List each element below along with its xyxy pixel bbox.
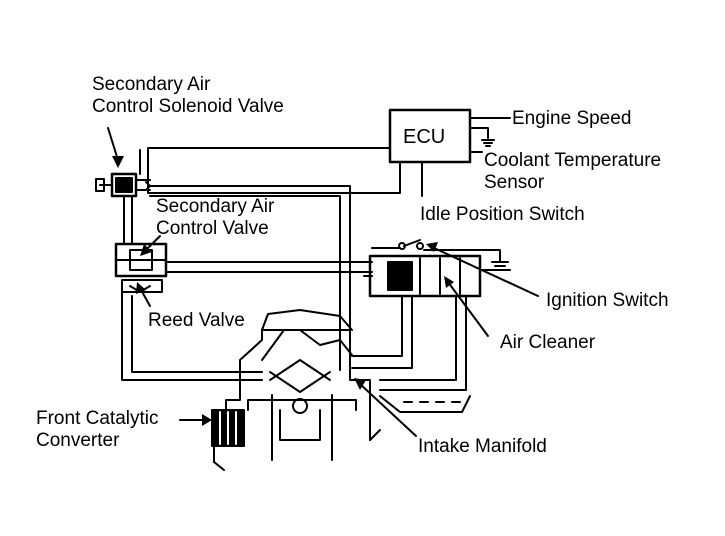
label-line: Sensor [484, 172, 545, 193]
air-cleaner [351, 254, 482, 391]
idle-position-switch-label: Idle Position Switch [420, 204, 585, 225]
front-catalytic-converter [211, 409, 245, 447]
label-line: Secondary Air [156, 196, 275, 217]
label-line: Front Catalytic [36, 408, 159, 429]
arrow-heads [112, 156, 454, 426]
label-line: Control Solenoid Valve [92, 96, 284, 117]
vacuum-hose [123, 149, 351, 371]
ecu-wiring [147, 117, 511, 197]
label-line: Control Valve [156, 218, 269, 239]
front-catalytic-converter-label: Front Catalytic Converter [36, 408, 158, 452]
label-line: Secondary Air [92, 74, 211, 95]
switch-wiring [371, 239, 511, 271]
ecu-label: ECU [403, 126, 445, 148]
intake-pan [379, 395, 471, 413]
air-cleaner-label: Air Cleaner [500, 332, 596, 353]
engine-speed-label: Engine Speed [512, 108, 632, 129]
reed-valve-label: Reed Valve [148, 310, 245, 331]
leader-lines [107, 127, 539, 437]
secondary-air-control-valve [114, 242, 373, 278]
ecu-box: ECU [388, 108, 472, 164]
secondary-air-control-valve-label: Secondary Air Control Valve [156, 196, 274, 240]
intake-manifold-label: Intake Manifold [418, 436, 547, 457]
secondary-air-control-solenoid-valve [95, 172, 151, 198]
secondary-air-control-solenoid-valve-label: Secondary Air Control Solenoid Valve [92, 74, 284, 118]
label-line: Converter [36, 430, 120, 451]
coolant-temperature-sensor-label: Coolant Temperature Sensor [484, 150, 661, 194]
label-line: Coolant Temperature [484, 150, 662, 171]
ignition-switch-label: Ignition Switch [546, 290, 669, 311]
